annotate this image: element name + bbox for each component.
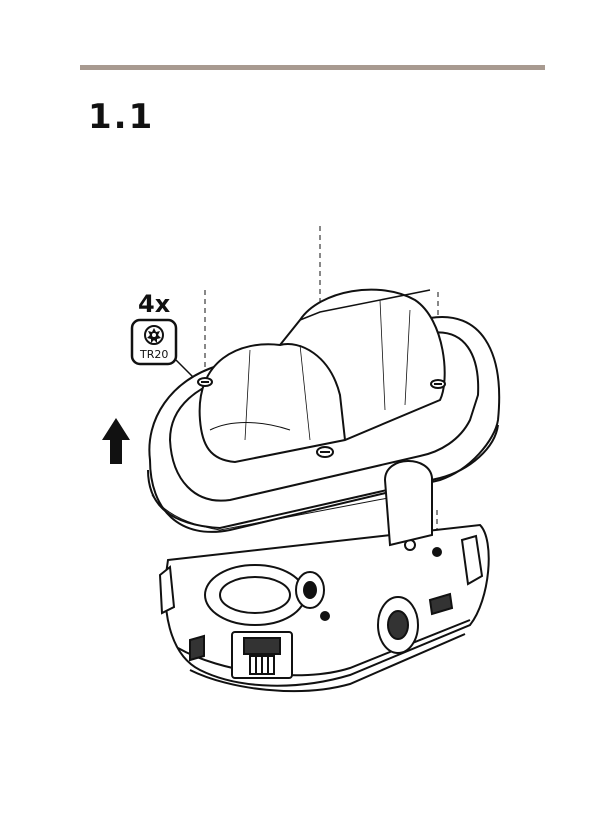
screw-quantity-label: 4x: [138, 290, 171, 318]
torx-tool-badge: TR20: [132, 320, 196, 380]
screw-front-left-icon: [198, 378, 212, 386]
lift-up-arrow-icon: [102, 418, 130, 464]
camera-base-housing: [160, 525, 489, 691]
tool-size-label: TR20: [139, 348, 168, 361]
screw-back-right-icon: [431, 380, 445, 388]
torx-bit-icon: [145, 326, 163, 344]
screw-front-center-icon: [317, 447, 333, 457]
